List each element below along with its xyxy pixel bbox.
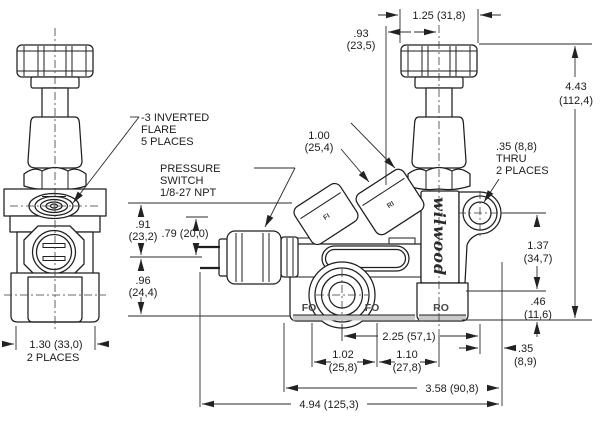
dim-base-lip-in: .46 (530, 296, 545, 308)
dim-base-lip-mm: (11,6) (524, 309, 552, 321)
callout-pressure-switch-line3: 1/8-27 NPT (160, 187, 217, 199)
dim-inlet-spacing-mm: (25,4) (305, 142, 334, 154)
callout-thru-holes-line2: THRU (496, 153, 527, 165)
port-label-rear-outlet: RO (433, 302, 449, 314)
base-band-right (419, 315, 466, 321)
front-outlet-boss (308, 261, 376, 329)
dim-front-outlet-spacing-mm: (25,8) (329, 362, 358, 374)
dim-body-length: 3.58 (90,8) (425, 383, 478, 395)
dim-front-rear-spacing-mm: (27,8) (393, 362, 422, 374)
dim-front-rear-spacing-in: 1.10 (396, 349, 417, 361)
mounting-hole-boss (458, 191, 503, 284)
callout-inverted-flare-line2: FLARE (141, 124, 176, 136)
callout-thru-holes-line1: .35 (8,8) (496, 141, 537, 153)
dim-hole-to-base-in: 1.37 (527, 240, 548, 252)
side-bottom-boss (27, 276, 83, 323)
body-step-right (388, 237, 416, 245)
callout-thru-holes-line3: 2 PLACES (496, 165, 549, 177)
callout-pressure-switch-line1: PRESSURE (160, 163, 221, 175)
port-label-front-outlet-b: FO (365, 302, 380, 314)
dim-switch-center: .79 (20,0) (161, 228, 208, 240)
side-view (3, 28, 107, 332)
callout-inverted-flare-line1: -3 INVERTED (141, 112, 209, 124)
dim-overall-height-mm: (112,4) (559, 95, 593, 107)
dim-upper-port-in: .91 (135, 219, 150, 231)
dim-lower-port-in: .96 (135, 275, 150, 287)
rear-inlet-boss (355, 168, 425, 236)
callout-pressure-switch-line2: SWITCH (160, 175, 203, 187)
side-bottom-block (10, 272, 100, 323)
dim-knob-offset-mm: (23,5) (347, 40, 376, 52)
port-label-front-outlet-a: FO (302, 302, 317, 314)
dim-side-width: 1.30 (33,0) (29, 339, 82, 351)
front-view: FI RI FO FO RO wilwood (197, 25, 503, 335)
front-inlet-boss (293, 182, 359, 246)
switch-body (226, 230, 282, 285)
dim-hole-edge-in: .35 (518, 343, 533, 355)
dim-overall-height-in: 4.43 (565, 81, 586, 93)
pressure-switch-end-view (23, 225, 85, 279)
port-label-rear-inlet: RI (386, 200, 396, 210)
dimension-annotations: 1.25 (31,8) .93 (23,5) 4.43 (112,4) 1.37… (2, 9, 600, 411)
dim-knob-offset-in: .93 (353, 28, 368, 40)
callouts: -3 INVERTED FLARE 5 PLACES PRESSURE SWIT… (72, 112, 549, 228)
dim-knob-width: 1.25 (31,8) (412, 10, 465, 22)
dim-overall-length: 4.94 (125,3) (299, 399, 358, 411)
dim-lower-port-mm: (24,4) (129, 287, 158, 299)
rear-outlet-block (416, 282, 469, 322)
dim-upper-port-mm: (23,2) (129, 231, 158, 243)
dim-hole-edge-mm: (8,9) (514, 356, 537, 368)
pressure-switch (197, 230, 299, 285)
dim-front-outlet-spacing-in: 1.02 (332, 349, 353, 361)
base-band-left (293, 315, 415, 321)
brand-logo: wilwood (430, 197, 449, 276)
port-label-front-inlet: FI (322, 213, 331, 222)
dim-side-width-note: 2 PLACES (27, 352, 80, 364)
dim-hole-to-base-mm: (34,7) (524, 253, 553, 265)
dim-inlet-spacing-in: 1.00 (308, 130, 329, 142)
callout-inverted-flare-line3: 5 PLACES (141, 136, 194, 148)
dim-outlet-to-hole: 2.25 (57,1) (382, 331, 435, 343)
